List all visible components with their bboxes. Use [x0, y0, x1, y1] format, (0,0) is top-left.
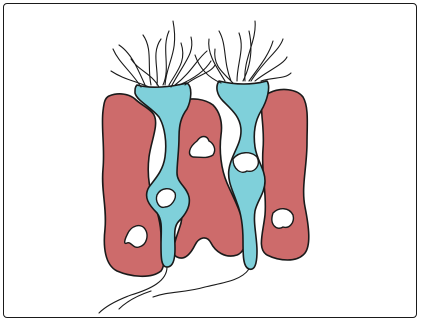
cilium-1-9 [251, 39, 283, 81]
cilium-0-1 [119, 45, 145, 85]
axons [99, 267, 249, 313]
cilium-0-8 [111, 71, 149, 87]
supporting-cell-right [261, 90, 308, 260]
axon-right [153, 269, 249, 297]
cilium-0-2 [143, 35, 151, 85]
cilium-1-0 [209, 39, 225, 81]
cilium-1-4 [249, 41, 273, 81]
supporting-cells [102, 90, 308, 277]
cilium-0-10 [165, 21, 175, 85]
cilia-right [195, 21, 291, 83]
cilium-0-12 [185, 65, 215, 85]
hole-right-support [272, 209, 293, 229]
hole-receptor-right [233, 153, 258, 173]
cilium-1-2 [237, 33, 241, 81]
olfactory-epithelium-diagram [4, 4, 417, 318]
cilium-0-3 [156, 39, 161, 85]
cilia-left [111, 21, 215, 87]
figure-frame [3, 3, 417, 318]
cilium-1-3 [243, 31, 251, 81]
